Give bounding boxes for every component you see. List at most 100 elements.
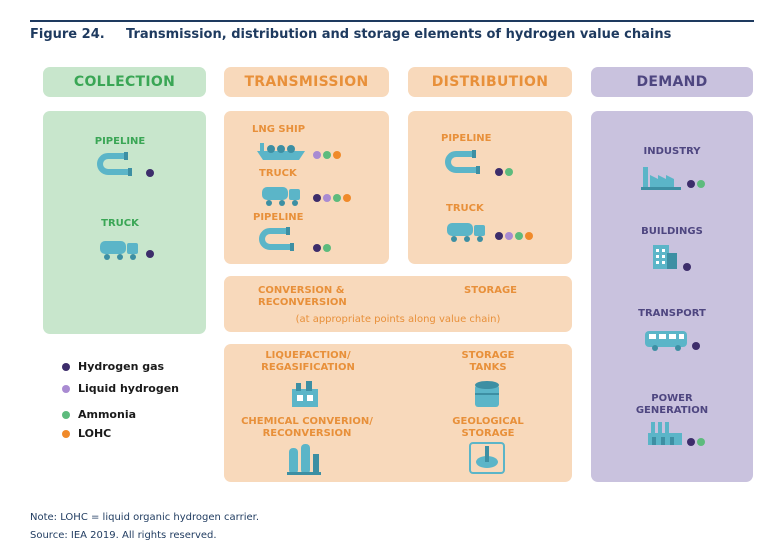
power-label-line2: GENERATION xyxy=(635,405,709,416)
storage-tanks-label-line2: TANKS xyxy=(469,362,507,373)
liquid-hydrogen-dot xyxy=(505,232,513,240)
conversion-label-line2: RECONVERSION xyxy=(258,297,347,308)
geological-storage-label: GEOLOGICAL STORAGE xyxy=(428,416,548,440)
transmission-lng-ship-label: LNG SHIP xyxy=(252,124,306,135)
legend-item-lohc: LOHC xyxy=(62,427,179,440)
lohc-dot xyxy=(62,429,70,438)
hydrogen-gas-dot xyxy=(687,438,695,446)
distribution-panel xyxy=(408,111,572,264)
conversion-label-line1: CONVERSION & xyxy=(258,285,345,296)
ammonia-dot xyxy=(697,438,705,446)
transmission-truck-label: TRUCK xyxy=(259,168,297,179)
pipeline-icon xyxy=(97,151,142,177)
demand-transport-label: TRANSPORT xyxy=(638,308,706,319)
collection-pipeline-label: PIPELINE xyxy=(94,136,146,147)
liquid-hydrogen-dot xyxy=(313,151,321,159)
ammonia-dot xyxy=(323,151,331,159)
ammonia-dot xyxy=(505,168,513,176)
conversion-band-note: (at appropriate points along value chain… xyxy=(295,314,501,325)
distribution-truck-dots xyxy=(495,232,533,240)
hydrogen-gas-dot xyxy=(146,250,154,258)
power-dots xyxy=(687,438,705,446)
liquid-hydrogen-dot xyxy=(62,384,70,393)
storage-tanks-label: STORAGE TANKS xyxy=(428,350,548,374)
liquefaction-label-line1: LIQUEFACTION/ xyxy=(265,350,351,361)
storage-label: STORAGE xyxy=(464,285,518,296)
industry-dots xyxy=(687,180,705,188)
collection-truck-label: TRUCK xyxy=(101,218,139,229)
pipeline-icon xyxy=(445,149,490,175)
chemical-plant-icon xyxy=(287,442,321,476)
lng-ship-dots xyxy=(313,151,341,159)
transmission-pipeline-dots xyxy=(313,244,331,252)
ammonia-dot xyxy=(697,180,705,188)
collection-truck-dots xyxy=(146,250,154,258)
figure-title: Figure 24.Transmission, distribution and… xyxy=(30,27,671,42)
geological-storage-icon xyxy=(469,442,505,474)
truck-icon xyxy=(262,184,302,208)
demand-power-label: POWER GENERATION xyxy=(632,393,712,417)
conversion-storage-detail-panel xyxy=(224,344,572,482)
lohc-dot xyxy=(343,194,351,202)
ammonia-dot xyxy=(333,194,341,202)
conversion-label: CONVERSION & RECONVERSION xyxy=(258,285,347,309)
liquid-hydrogen-dot xyxy=(323,194,331,202)
demand-buildings-label: BUILDINGS xyxy=(641,226,703,237)
legend-hydrogen-gas-label: Hydrogen gas xyxy=(78,360,165,373)
power-plant-icon xyxy=(648,420,684,448)
distribution-truck-label: TRUCK xyxy=(446,203,484,214)
hydrogen-gas-dot xyxy=(62,362,70,371)
liquefaction-plant-icon xyxy=(290,379,322,409)
liquefaction-label-line2: REGASIFICATION xyxy=(261,362,355,373)
demand-industry-label: INDUSTRY xyxy=(643,146,701,157)
distribution-header: DISTRIBUTION xyxy=(408,67,572,97)
collection-header: COLLECTION xyxy=(43,67,206,97)
liquefaction-label: LIQUEFACTION/ REGASIFICATION xyxy=(238,350,378,374)
hydrogen-gas-dot xyxy=(313,244,321,252)
chemical-conversion-label: CHEMICAL CONVERION/ RECONVERSION xyxy=(226,416,388,440)
legend-ammonia-label: Ammonia xyxy=(78,408,137,421)
hydrogen-gas-dot xyxy=(683,263,691,271)
lohc-dot xyxy=(333,151,341,159)
geological-label-line1: GEOLOGICAL xyxy=(452,416,524,427)
legend: Hydrogen gas Liquid hydrogen Ammonia LOH… xyxy=(62,360,179,440)
ammonia-dot xyxy=(323,244,331,252)
ship-icon xyxy=(255,141,307,161)
building-icon xyxy=(651,243,679,271)
distribution-pipeline-label: PIPELINE xyxy=(441,133,492,144)
truck-icon xyxy=(100,238,140,262)
title-rule xyxy=(30,20,754,22)
collection-panel xyxy=(43,111,206,334)
storage-tanks-label-line1: STORAGE xyxy=(461,350,515,361)
hydrogen-gas-dot xyxy=(313,194,321,202)
hydrogen-gas-dot xyxy=(146,169,154,177)
note-text: Note: LOHC = liquid organic hydrogen car… xyxy=(30,512,260,523)
storage-tank-icon xyxy=(472,379,502,409)
demand-header: DEMAND xyxy=(591,67,753,97)
chemical-label-line2: RECONVERSION xyxy=(262,428,352,439)
truck-icon xyxy=(447,220,487,244)
transmission-truck-dots xyxy=(313,194,351,202)
source-text: Source: IEA 2019. All rights reserved. xyxy=(30,530,217,541)
conversion-storage-band xyxy=(224,276,572,332)
legend-item-liquid-hydrogen: Liquid hydrogen xyxy=(62,382,179,395)
ammonia-dot xyxy=(515,232,523,240)
hydrogen-gas-dot xyxy=(495,168,503,176)
distribution-pipeline-dots xyxy=(495,168,513,176)
lohc-dot xyxy=(525,232,533,240)
legend-lohc-label: LOHC xyxy=(78,427,112,440)
power-label-line1: POWER xyxy=(651,393,693,404)
pipeline-icon xyxy=(259,226,304,252)
geological-label-line2: STORAGE xyxy=(461,428,515,439)
ammonia-dot xyxy=(62,410,70,419)
factory-icon xyxy=(641,163,681,191)
legend-item-ammonia: Ammonia xyxy=(62,408,179,421)
figure-title-text: Transmission, distribution and storage e… xyxy=(126,27,672,42)
hydrogen-gas-dot xyxy=(687,180,695,188)
buildings-dots xyxy=(683,263,691,271)
collection-pipeline-dots xyxy=(146,169,154,177)
hydrogen-gas-dot xyxy=(692,342,700,350)
transmission-pipeline-label: PIPELINE xyxy=(253,212,304,223)
legend-liquid-hydrogen-label: Liquid hydrogen xyxy=(78,382,179,395)
demand-panel xyxy=(591,111,753,482)
